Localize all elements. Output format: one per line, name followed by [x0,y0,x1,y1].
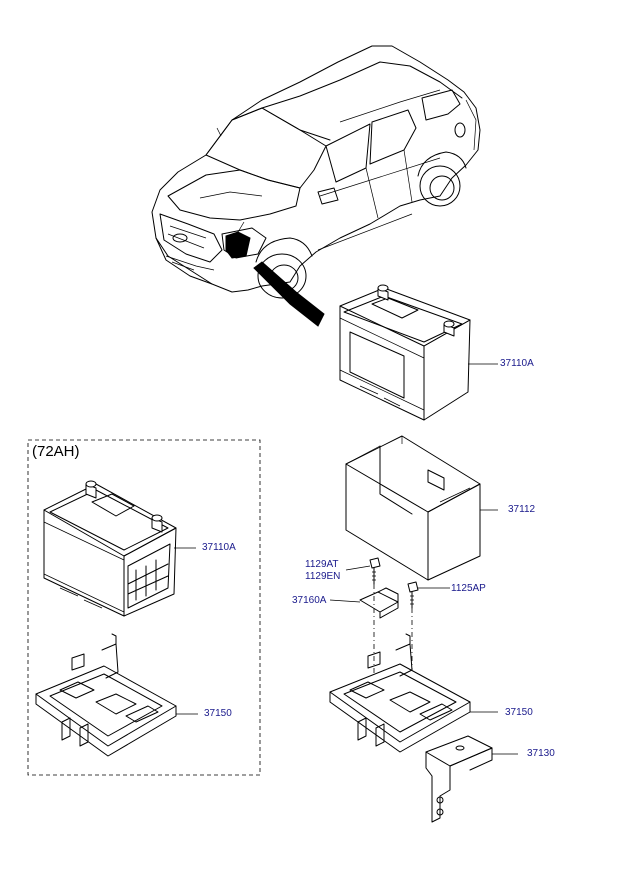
vehicle-illustration [151,45,481,327]
battery-72ah-drawing [43,480,196,617]
label-1129en[interactable]: 1129EN [305,571,341,582]
label-37112[interactable]: 37112 [508,504,536,515]
label-1125ap[interactable]: 1125AP [451,583,486,594]
variant-72ah-box [27,439,261,776]
variant-72ah-title: (72AH) [32,443,80,460]
label-37150-72ah[interactable]: 37150 [204,708,232,719]
label-37160a[interactable]: 37160A [292,595,327,606]
label-37130[interactable]: 37130 [527,748,555,759]
tray-72ah-drawing [35,633,198,757]
tray-cover-drawing [345,435,498,581]
label-1129at[interactable]: 1129AT [305,559,339,570]
label-37150-main[interactable]: 37150 [505,707,533,718]
battery-main-drawing [339,284,498,421]
bracket-drawing [425,735,518,823]
label-37110a-72ah[interactable]: 37110A [202,542,236,553]
bolts-clamp-drawing [329,557,450,720]
label-37110a-main[interactable]: 37110A [500,358,534,369]
tray-main-drawing [329,633,498,753]
